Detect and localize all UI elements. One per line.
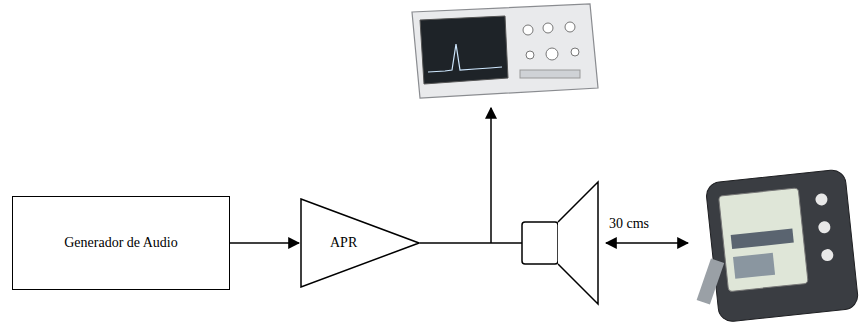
- process-box: Generador de Audio: [12, 196, 230, 290]
- waveform: [428, 44, 502, 72]
- knob: [543, 23, 553, 33]
- knob: [546, 48, 558, 60]
- device-button: [821, 249, 834, 262]
- signal-arrow: [230, 242, 299, 244]
- amplifier-triangle: APR: [300, 198, 420, 288]
- knob: [523, 25, 533, 35]
- node-text: APR: [330, 235, 357, 252]
- speaker-cone: [558, 182, 598, 304]
- knob: [526, 51, 534, 59]
- distance-label: 30 cms: [607, 216, 651, 232]
- device-button: [818, 221, 831, 234]
- probe-wire: [490, 108, 492, 243]
- knob: [565, 22, 575, 32]
- node-text: Generador de Audio: [64, 235, 178, 252]
- speaker-magnet: [522, 222, 558, 264]
- screen-bar: [731, 229, 794, 249]
- screen-graph: [733, 253, 775, 279]
- sound-meter-device: [685, 169, 859, 322]
- triangle-shape: [301, 199, 419, 287]
- button-row: [520, 70, 580, 78]
- oscilloscope: [412, 4, 598, 98]
- device-button: [815, 193, 828, 206]
- knob: [571, 48, 579, 56]
- distance-arrow: [606, 242, 688, 244]
- wire: [420, 242, 522, 244]
- device-body: [705, 169, 859, 322]
- speaker-symbol: [522, 182, 598, 304]
- oscilloscope-body: [412, 4, 598, 98]
- device-screen: [719, 188, 809, 292]
- device-stand: [697, 258, 725, 304]
- oscilloscope-screen: [420, 16, 508, 84]
- triangle-outline: [300, 198, 420, 288]
